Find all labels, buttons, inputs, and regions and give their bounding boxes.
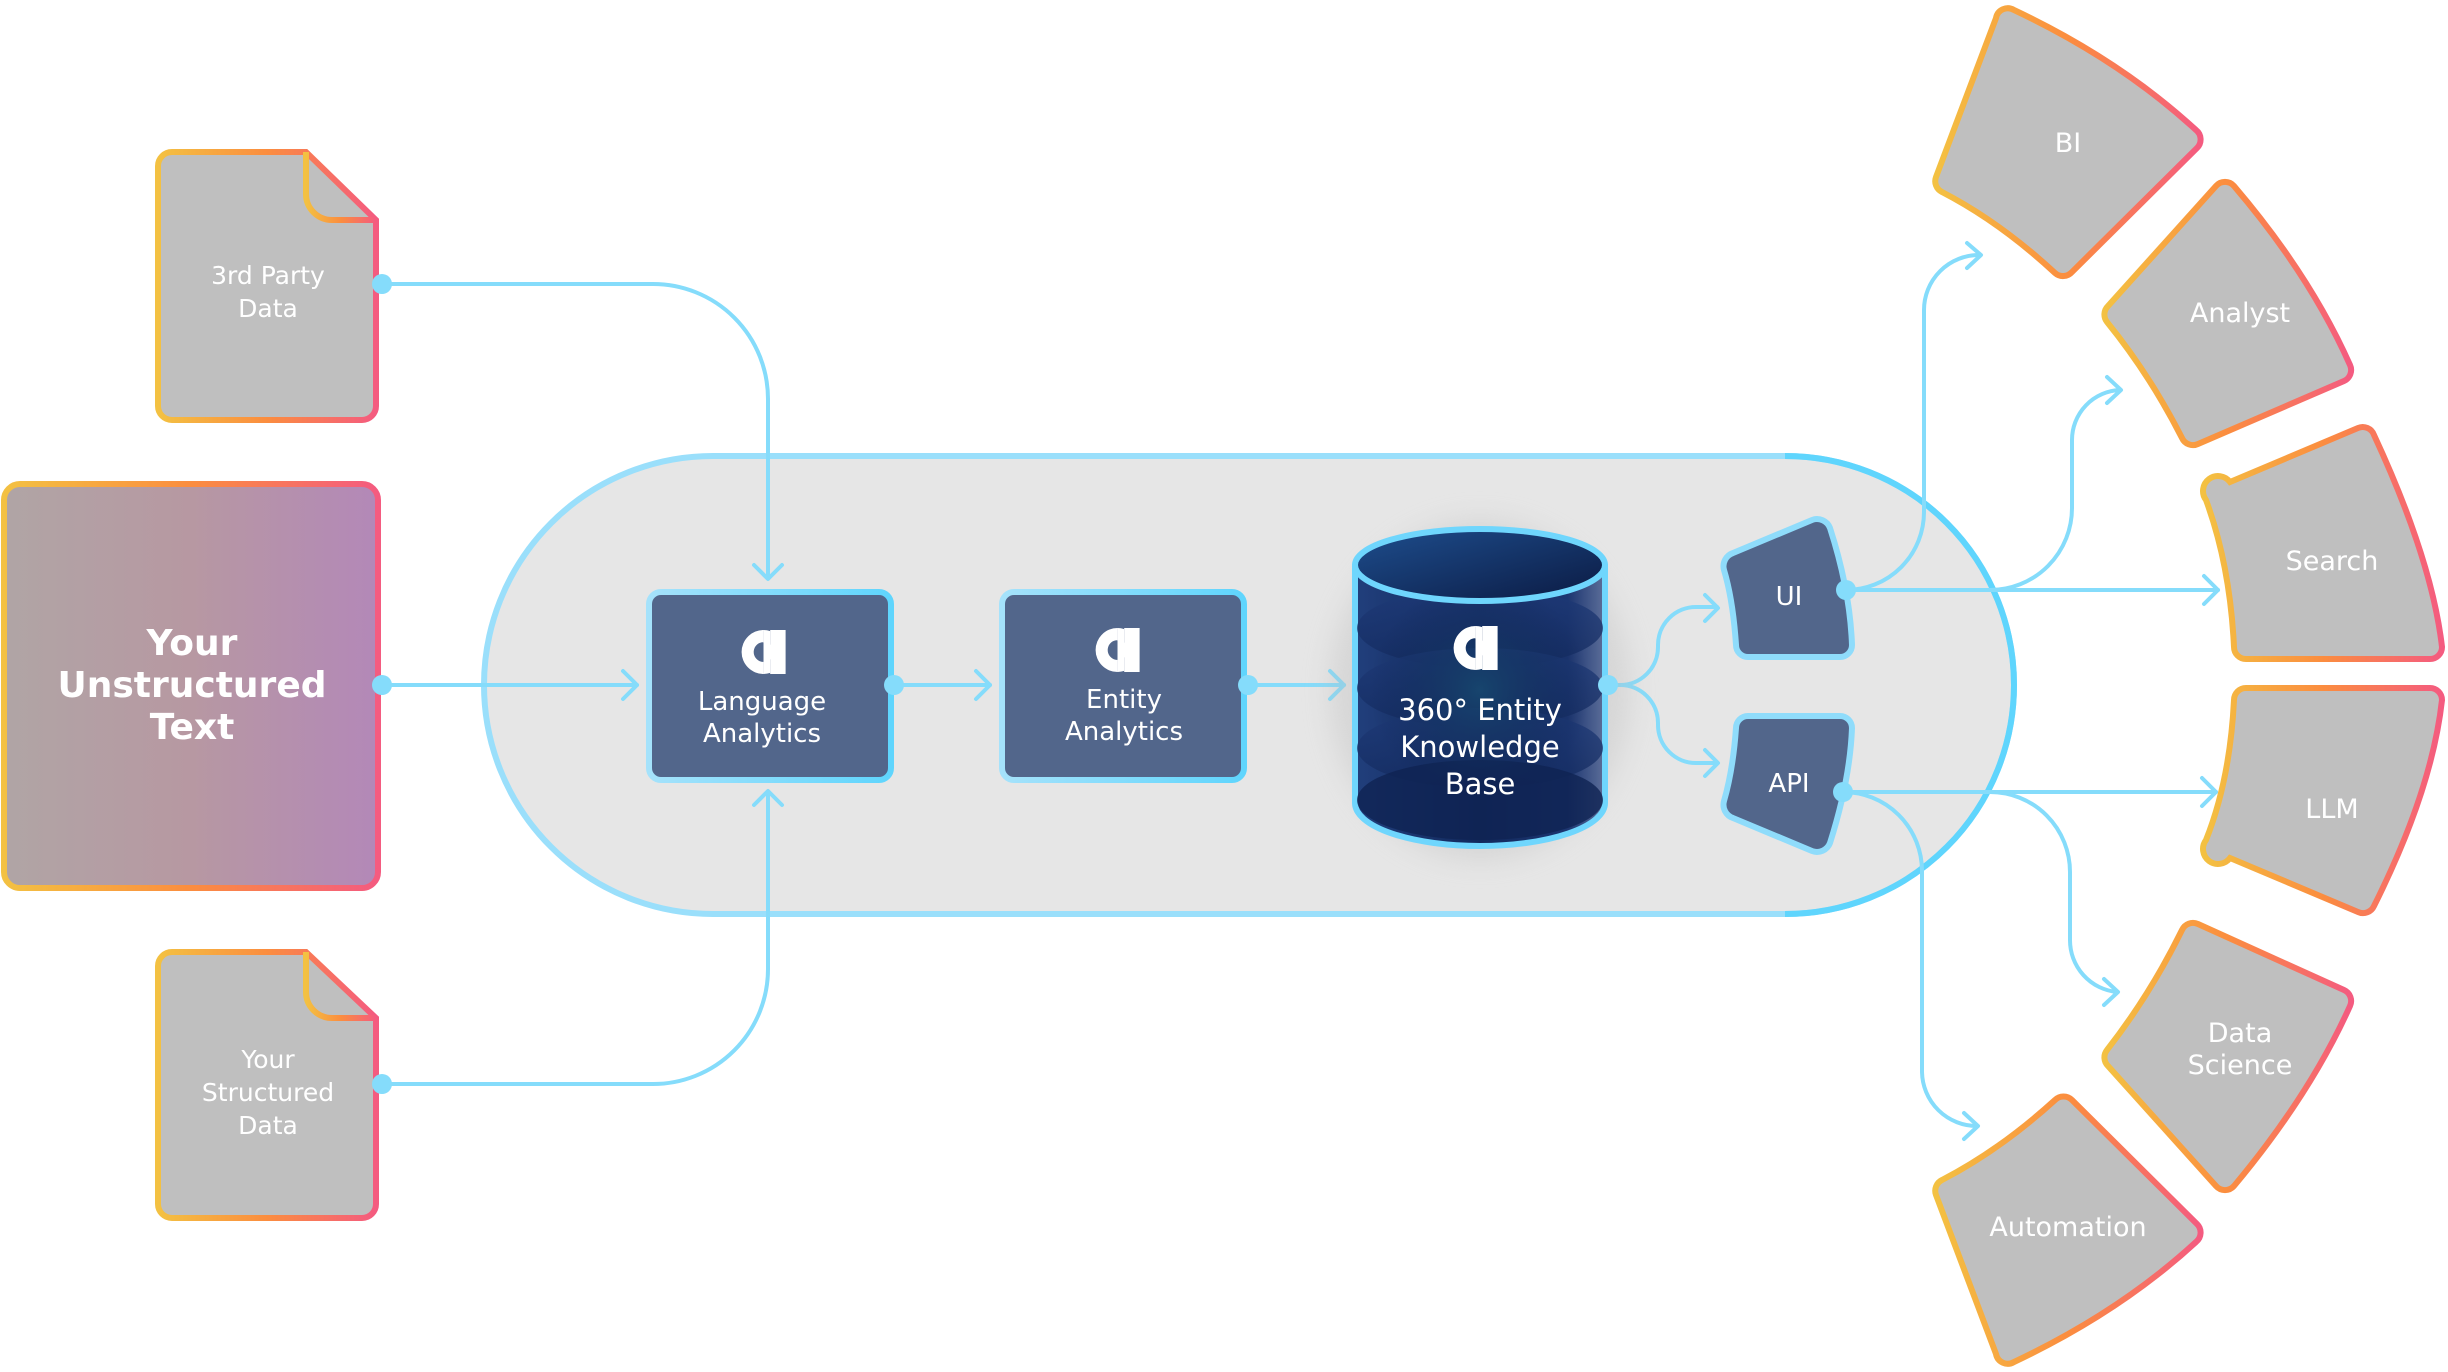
output-label: BI xyxy=(2055,128,2082,159)
connector-dot xyxy=(1833,782,1853,802)
output-automation[interactable]: Automation xyxy=(1932,1093,2204,1367)
connector-kb-to-api xyxy=(1606,683,1719,765)
interface-box xyxy=(1720,516,1856,660)
connector-dot xyxy=(372,274,392,294)
connector-api-to-automation xyxy=(1841,790,1979,1128)
connector-ui-to-analyst xyxy=(1844,388,2122,592)
connector-dot xyxy=(884,675,904,695)
connector-kb-to-ui xyxy=(1606,605,1719,687)
pipeline-box xyxy=(646,589,894,783)
output-analyst[interactable]: Analyst xyxy=(2101,178,2355,449)
connector-structured-to-language xyxy=(380,790,770,1086)
output-search[interactable]: Search xyxy=(2200,424,2446,662)
connector-dot xyxy=(1238,675,1258,695)
connector-ui-to-bi xyxy=(1844,253,1981,592)
connector-third-party-to-language xyxy=(380,282,770,580)
output-label: Search xyxy=(2286,546,2379,577)
interface-api[interactable]: API xyxy=(1720,713,1856,855)
interface-label: API xyxy=(1768,769,1809,799)
connector-dot xyxy=(1598,675,1618,695)
document-fold-icon xyxy=(303,952,376,1021)
connectors xyxy=(380,241,2220,1141)
connector-dot xyxy=(372,675,392,695)
connector-dot xyxy=(1836,580,1856,600)
arrowhead-structured xyxy=(752,789,784,807)
arrowhead-automation xyxy=(1962,1111,1980,1141)
output-label: Automation xyxy=(1989,1212,2146,1243)
platform-container-right-edge xyxy=(1784,453,2017,917)
output-wedge xyxy=(2101,178,2355,449)
output-wedge xyxy=(1932,5,2204,280)
arrowhead-entity xyxy=(974,669,992,701)
interface-label: UI xyxy=(1776,582,1803,612)
connector-dot xyxy=(372,1074,392,1094)
arrowhead-third-party xyxy=(752,563,784,581)
interface-box xyxy=(1720,713,1856,855)
output-label: LLM xyxy=(2305,794,2358,825)
output-wedge xyxy=(2200,424,2446,662)
db-top xyxy=(1352,526,1608,604)
output-wedge xyxy=(2200,685,2446,917)
arrowhead-llm xyxy=(2200,776,2218,808)
connector-api-to-data-science xyxy=(1841,790,2119,994)
arrowhead-bi xyxy=(1965,241,1983,270)
output-llm[interactable]: LLM xyxy=(2200,685,2446,917)
arrowhead-search xyxy=(2202,574,2220,606)
db-glow xyxy=(1370,580,1590,800)
arrowhead-ui xyxy=(1703,593,1720,623)
document-fold-icon xyxy=(303,152,376,223)
arrowhead-data-science xyxy=(2102,977,2120,1007)
output-wedge xyxy=(2101,919,2355,1194)
output-label: Analyst xyxy=(2190,298,2290,329)
output-bi[interactable]: BI xyxy=(1932,5,2204,280)
output-wedge xyxy=(1932,1093,2204,1367)
arrowhead-analyst xyxy=(2105,375,2123,405)
interface-ui[interactable]: UI xyxy=(1720,516,1856,660)
arrowhead-unstructured xyxy=(621,669,639,701)
arrowhead-api xyxy=(1703,748,1720,778)
